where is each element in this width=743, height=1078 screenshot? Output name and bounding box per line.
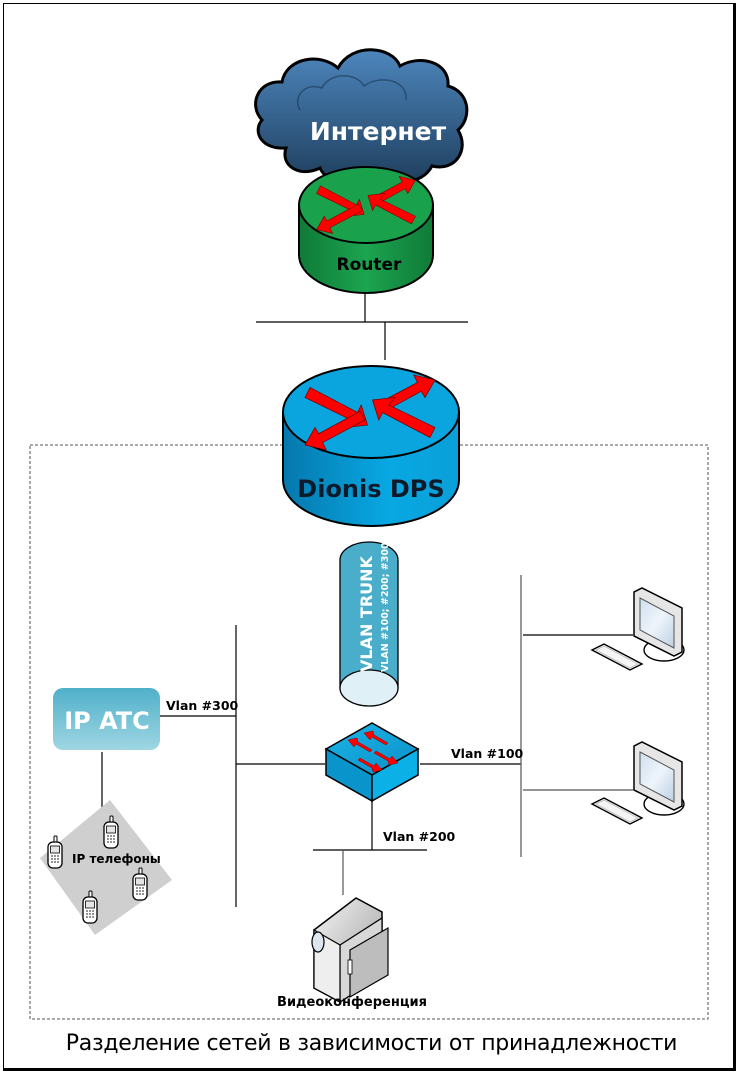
cloud-icon <box>254 48 469 184</box>
trunk-label: VLAN TRUNK <box>357 555 376 672</box>
vlan200-label: Vlan #200 <box>383 829 456 844</box>
mobile-phone-icon <box>47 835 63 869</box>
switch-icon <box>324 722 420 803</box>
video-camera-icon <box>311 897 389 1004</box>
dionis-router-icon <box>282 365 460 527</box>
ip-atc-box <box>53 688 160 750</box>
router-icon <box>298 166 434 294</box>
workstation-icon <box>591 741 685 825</box>
router-label: Router <box>337 255 403 275</box>
dionis-label: Dionis DPS <box>297 475 444 503</box>
internet-label: Интернет <box>310 117 447 146</box>
ip-phones-label: IP телефоны <box>72 852 161 866</box>
vlan300-label: Vlan #300 <box>166 698 239 713</box>
ip-phones-area <box>40 800 172 935</box>
ip-atc-label: IP ATC <box>64 707 150 735</box>
video-label: Видеоконференция <box>277 995 427 1010</box>
vlan100-label: Vlan #100 <box>451 746 524 761</box>
diagram-frame <box>3 3 736 1071</box>
workstation-icon <box>591 587 685 671</box>
trunk-vlans-label: VLAN #100; #200; #300 <box>380 542 391 672</box>
diagram-caption: Разделение сетей в зависимости от принад… <box>65 1031 678 1056</box>
vlan-trunk-pipe-icon <box>339 541 399 707</box>
vlan-zone-boundary <box>29 444 709 1020</box>
